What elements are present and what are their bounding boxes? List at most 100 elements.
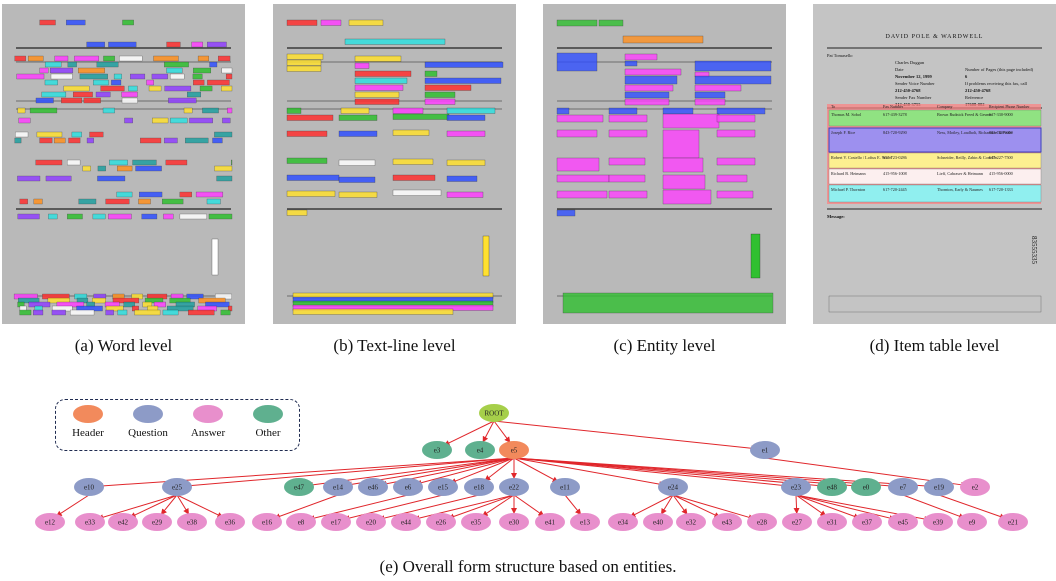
table-cell: Thornton, Early & Naumes bbox=[937, 187, 983, 193]
tree-node bbox=[923, 513, 953, 531]
tree-node bbox=[323, 478, 353, 496]
word-box bbox=[39, 137, 53, 144]
tree-node-label: e19 bbox=[934, 484, 945, 492]
entity-box bbox=[624, 68, 682, 76]
tree-node-label: e35 bbox=[471, 519, 482, 527]
word-box bbox=[96, 61, 119, 68]
tree-node-label: e32 bbox=[686, 519, 697, 527]
word-box bbox=[17, 107, 26, 114]
tree-node-label: e27 bbox=[792, 519, 803, 527]
tree-edge bbox=[513, 457, 666, 488]
tree-node bbox=[998, 513, 1028, 531]
entity-box bbox=[624, 53, 658, 61]
word-box bbox=[78, 67, 105, 74]
document-title: DAVID POLE & WARDWELL bbox=[885, 34, 984, 40]
table-cell: 415-956-1008 bbox=[883, 171, 907, 176]
text-line-box bbox=[354, 55, 402, 62]
tree-edge bbox=[672, 494, 721, 518]
table-cell: 617-227-7500 bbox=[989, 155, 1013, 160]
tree-node-label: e1 bbox=[762, 447, 769, 455]
word-box bbox=[130, 73, 146, 80]
entity-box bbox=[716, 190, 754, 199]
tree-edge bbox=[661, 494, 674, 515]
entity-box bbox=[694, 75, 772, 85]
entity-box bbox=[624, 98, 670, 106]
word-box bbox=[86, 137, 94, 144]
word-box bbox=[141, 213, 158, 220]
legend-other-swatch bbox=[253, 405, 283, 423]
tree-edge bbox=[413, 494, 515, 521]
legend-header: Header bbox=[58, 405, 118, 439]
word-box bbox=[148, 85, 162, 92]
text-line-annotation bbox=[286, 19, 504, 315]
tree-node-label: e28 bbox=[757, 519, 768, 527]
word-box bbox=[100, 85, 125, 92]
word-box bbox=[166, 67, 183, 74]
word-box bbox=[14, 137, 22, 144]
table-row bbox=[828, 127, 1042, 153]
entity-box bbox=[662, 107, 694, 115]
tree-node bbox=[643, 513, 673, 531]
entity-box bbox=[624, 75, 678, 85]
entity-annotation bbox=[556, 19, 774, 314]
word-box bbox=[205, 301, 230, 308]
table-cell: Thomas M. Sobol bbox=[831, 112, 862, 117]
tree-node bbox=[108, 513, 138, 531]
text-line-box bbox=[286, 174, 340, 181]
entity-box bbox=[750, 233, 761, 279]
word-box bbox=[86, 41, 105, 48]
panel-item-table-level: DAVID POLE & WARDWELL Pat Tomasello Char… bbox=[813, 4, 1056, 324]
tree-node bbox=[499, 513, 529, 531]
entity-box bbox=[556, 209, 576, 217]
tree-node-label: e47 bbox=[294, 484, 305, 492]
legend-answer: Answer bbox=[178, 405, 238, 439]
tree-node bbox=[852, 513, 882, 531]
tree-node bbox=[321, 513, 351, 531]
tree-node bbox=[550, 478, 580, 496]
entity-box bbox=[662, 189, 712, 205]
word-box bbox=[48, 213, 58, 220]
word-box bbox=[124, 117, 133, 124]
caption-a: (a) Word level bbox=[74, 336, 173, 355]
text-line-box bbox=[446, 130, 486, 137]
word-box bbox=[97, 175, 126, 182]
word-box bbox=[28, 55, 44, 62]
text-line-box bbox=[392, 107, 424, 114]
text-line-box bbox=[354, 91, 400, 98]
text-line-box bbox=[292, 308, 454, 315]
tree-node bbox=[817, 513, 847, 531]
text-line-box bbox=[424, 98, 456, 105]
tree-node bbox=[499, 441, 529, 459]
entity-box bbox=[662, 157, 704, 173]
tree-edge bbox=[795, 494, 896, 521]
word-box bbox=[15, 131, 29, 138]
word-box bbox=[82, 165, 91, 172]
caption-e: (e) Overall form structure based on enti… bbox=[379, 557, 677, 576]
document-date-value: November 12, 1999 bbox=[895, 74, 932, 79]
word-box bbox=[51, 309, 66, 316]
tree-node bbox=[35, 513, 65, 531]
word-box bbox=[73, 91, 93, 98]
tree-edge bbox=[378, 494, 480, 521]
word-box bbox=[17, 213, 40, 220]
tree-node bbox=[712, 513, 742, 531]
tree-node bbox=[393, 478, 423, 496]
tree-node-label: e9 bbox=[969, 519, 976, 527]
text-line-box bbox=[286, 19, 318, 26]
entity-box bbox=[608, 157, 646, 166]
word-box bbox=[208, 213, 233, 220]
word-box bbox=[179, 213, 207, 220]
word-box bbox=[108, 41, 137, 48]
text-line-box bbox=[338, 191, 378, 198]
tree-edge bbox=[97, 494, 178, 521]
tree-node bbox=[162, 478, 192, 496]
tree-node-label: e12 bbox=[45, 519, 56, 527]
word-box bbox=[185, 137, 209, 144]
word-box bbox=[19, 198, 28, 205]
tree-node bbox=[358, 478, 388, 496]
tree-node-label: e44 bbox=[401, 519, 412, 527]
word-box bbox=[152, 117, 169, 124]
legend-header-swatch bbox=[73, 405, 103, 423]
tree-edge bbox=[129, 494, 178, 518]
